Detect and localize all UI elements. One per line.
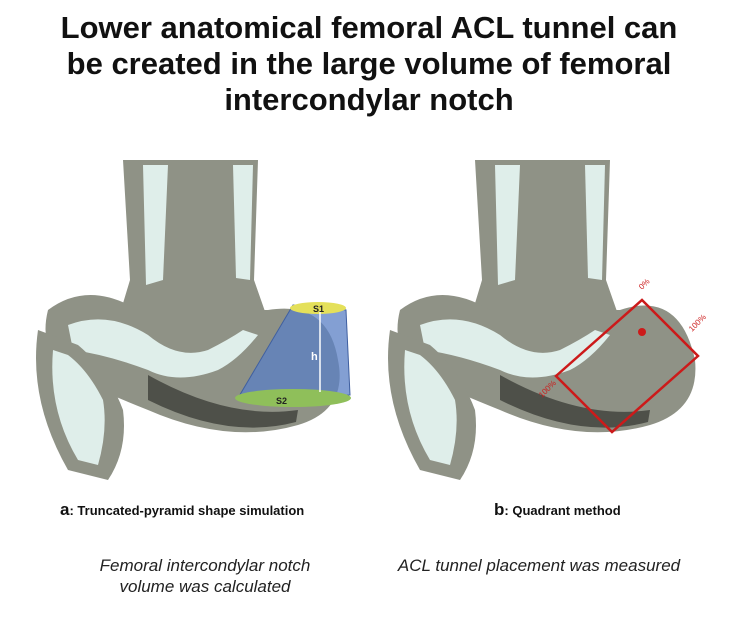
femur-ct-image-b: 0% 100% 100% bbox=[388, 160, 708, 480]
title-line-3: intercondylar notch bbox=[224, 82, 514, 117]
note-a-line-2: volume was calculated bbox=[119, 577, 291, 596]
shaft-cortex-left-b bbox=[495, 165, 520, 285]
posterior-condyle-marrow bbox=[52, 350, 105, 465]
label-h: h bbox=[311, 351, 318, 363]
caption-a: a: Truncated-pyramid shape simulation bbox=[60, 500, 304, 520]
condyle-shadow-b bbox=[500, 375, 650, 428]
panel-b-image: 0% 100% 100% bbox=[380, 160, 710, 480]
tunnel-center-marker bbox=[638, 328, 646, 336]
panel-a-image: S1 S2 h bbox=[28, 160, 358, 480]
title-line-1: Lower anatomical femoral ACL tunnel can bbox=[60, 10, 678, 45]
s1-surface bbox=[290, 302, 346, 314]
condyle-marrow-b bbox=[420, 319, 610, 378]
note-b-line-1: ACL tunnel placement was measured bbox=[397, 556, 681, 575]
label-100-percent-right: 100% bbox=[687, 313, 708, 334]
note-a-line-1: Femoral intercondylar notch bbox=[99, 556, 311, 575]
label-s1: S1 bbox=[313, 304, 324, 314]
shaft-cortex-right bbox=[233, 165, 253, 280]
title-line-2: be created in the large volume of femora… bbox=[66, 46, 672, 81]
note-a: Femoral intercondylar notch volume was c… bbox=[40, 555, 370, 597]
quadrant-grid bbox=[554, 298, 700, 434]
main-title: Lower anatomical femoral ACL tunnel can … bbox=[0, 10, 738, 118]
shaft-cortex-left bbox=[143, 165, 168, 285]
caption-a-letter: a bbox=[60, 500, 70, 519]
shaft-cortex-right-b bbox=[585, 165, 605, 280]
posterior-condyle-marrow-b bbox=[404, 350, 457, 465]
condyle-marrow bbox=[68, 319, 258, 378]
caption-b-letter: b bbox=[494, 500, 505, 519]
condyle-shadow bbox=[148, 375, 298, 428]
label-0-percent: 0% bbox=[637, 277, 652, 292]
note-b: ACL tunnel placement was measured bbox=[374, 555, 704, 576]
s2-surface bbox=[235, 389, 351, 407]
caption-a-text: : Truncated-pyramid shape simulation bbox=[69, 503, 305, 518]
caption-b: b: Quadrant method bbox=[494, 500, 621, 520]
caption-b-text: : Quadrant method bbox=[504, 503, 621, 518]
femur-ct-image-a: S1 S2 h bbox=[36, 160, 351, 480]
label-s2: S2 bbox=[276, 396, 287, 406]
